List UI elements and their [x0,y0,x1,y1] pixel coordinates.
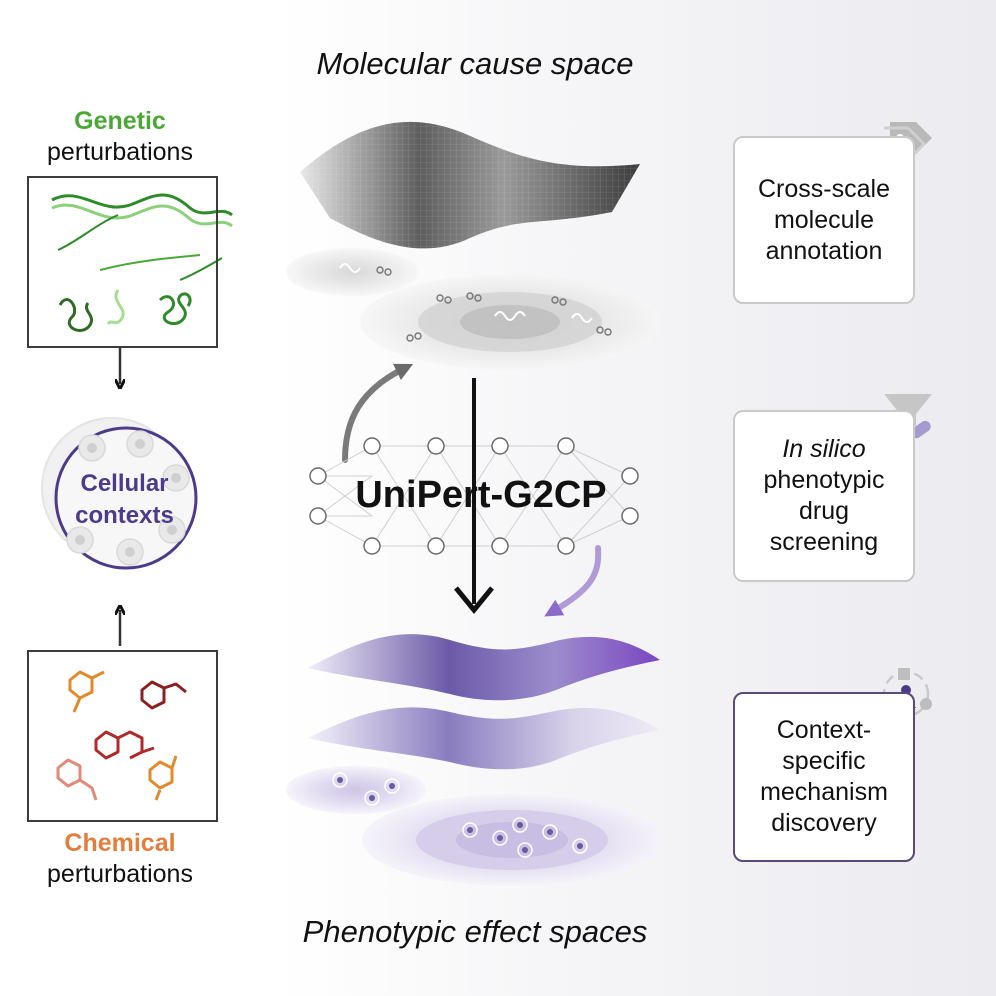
box2-line3: drug [798,497,850,525]
genetic-word: Genetic [74,107,166,135]
box1-line2: molecule [773,205,875,234]
cross-scale-annotation-box: Cross-scale molecule annotation [733,136,915,304]
molecular-surface [300,121,640,249]
box3-line1: Context- [776,716,872,744]
box2-line4: screening [769,528,879,556]
chemical-perturbations-label: Chemical perturbations [20,828,220,890]
phenotypic-surfaces [308,634,660,770]
phenotypic-disks [286,766,662,886]
chemical-word: Chemical [64,829,176,857]
central-arrow-head [454,586,494,614]
model-name-label: UniPert-G2CP [355,474,607,516]
decode-arrow [544,545,602,617]
box1-line3: annotation [765,236,883,265]
encode-arrow [342,363,414,463]
in-silico-screening-box: In silico phenotypic drug screening [733,410,915,582]
genetic-strands [51,193,233,332]
genetic-panel [27,176,218,348]
contexts-word: contexts [75,502,174,529]
genetic-perturbations-word: perturbations [47,138,193,166]
box1-line1: Cross-scale [758,174,890,203]
box3-line4: discovery [771,809,877,837]
mechanism-discovery-box: Context- specific mechanism discovery [733,692,915,862]
box2-line2: phenotypic [763,466,885,494]
box2-line1: In silico [782,435,866,463]
genetic-perturbations-label: Genetic perturbations [20,106,220,168]
box3-line3: mechanism [760,778,888,806]
chemical-panel [27,650,218,822]
chemical-molecules [56,670,187,801]
molecular-cause-space-title: Molecular cause space [316,46,634,81]
chemical-perturbations-word: perturbations [47,860,193,888]
cellular-word: Cellular [80,470,169,497]
cellular-contexts-circle [41,417,198,570]
cellular-contexts-label: Cellular contexts [52,468,197,532]
phenotypic-effect-spaces-title: Phenotypic effect spaces [302,914,648,949]
box3-line2: specific [782,747,866,775]
neural-network [309,437,639,555]
molecular-disks [286,248,660,370]
